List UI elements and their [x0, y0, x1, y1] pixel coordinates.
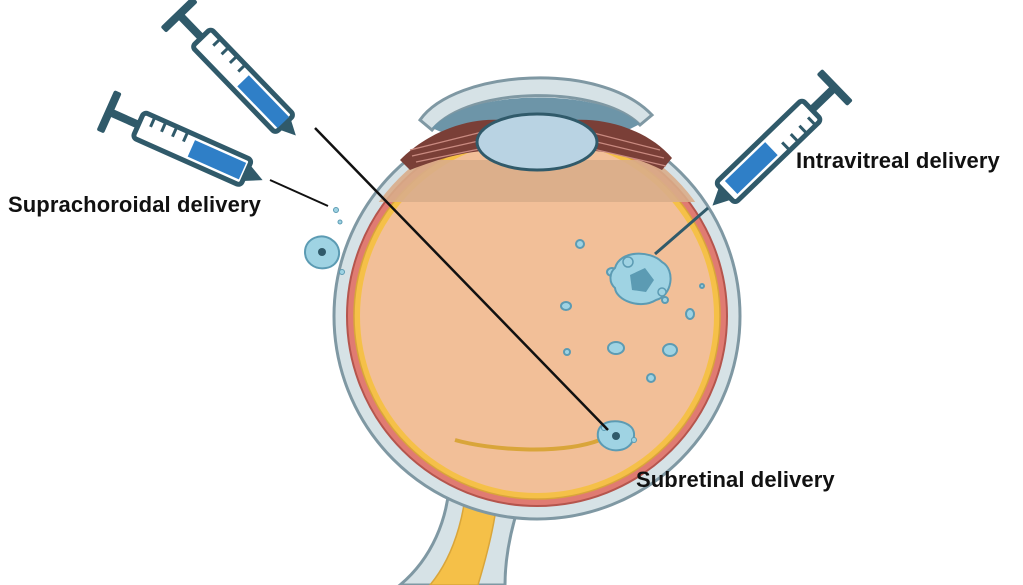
lens: [477, 114, 597, 170]
intravitreal-drug-cluster: [610, 254, 670, 304]
intravitreal-delivery-label: Intravitreal delivery: [796, 148, 1000, 174]
suprachoroidal-syringe: [97, 90, 328, 206]
suprachoroidal-delivery-label: Suprachoroidal delivery: [8, 192, 261, 218]
suprachoroidal-drug-bleb: [305, 208, 345, 275]
subretinal-delivery-label: Subretinal delivery: [636, 467, 835, 493]
